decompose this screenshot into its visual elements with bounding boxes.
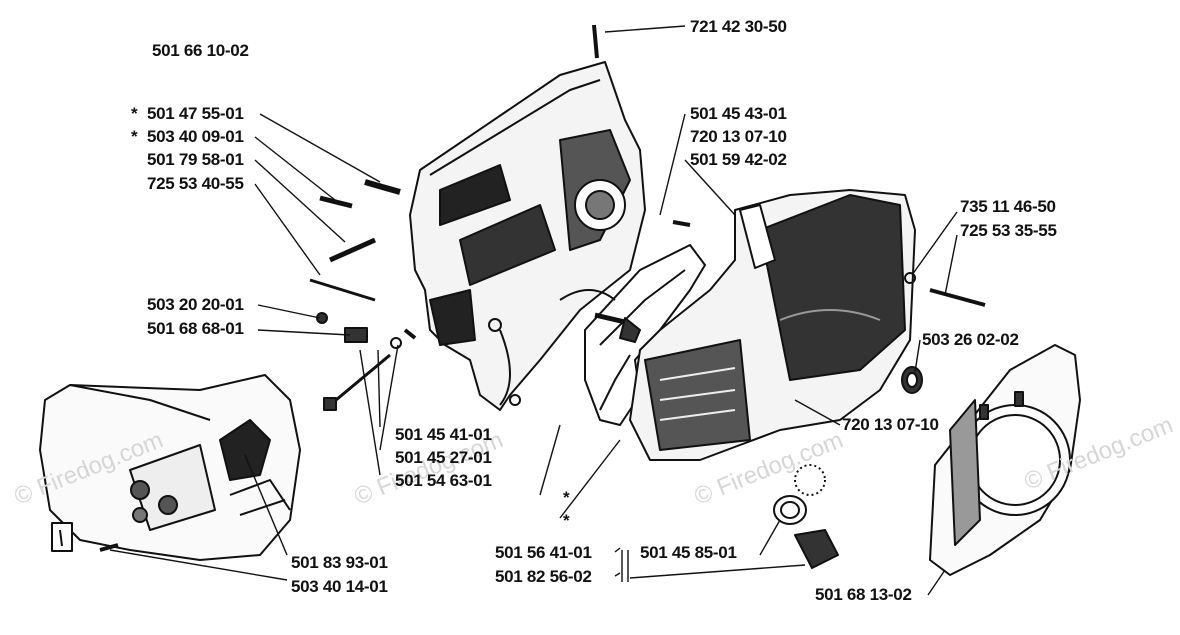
starter-housing <box>929 344 1081 576</box>
part-label[interactable]: 501 82 56-02 <box>495 567 592 586</box>
part-label[interactable]: 721 42 30-50 <box>690 17 787 36</box>
part-label[interactable]: 503 20 20-01 <box>147 295 244 314</box>
part-label[interactable]: 735 11 46-50 <box>960 197 1056 216</box>
part-label[interactable]: 725 53 40-55 <box>147 174 244 193</box>
part-label[interactable]: 501 68 13-02 <box>815 585 912 604</box>
asterisk-marker: * <box>131 127 138 146</box>
crankcase-half-right <box>629 189 916 461</box>
part-label[interactable]: 501 45 27-01 <box>395 448 492 467</box>
hardware <box>51 24 986 569</box>
part-label[interactable]: 720 13 07-10 <box>690 127 787 146</box>
assembly-part-number: 501 66 10-02 <box>152 41 249 60</box>
part-label[interactable]: 501 45 41-01 <box>395 425 492 444</box>
part-label[interactable]: 720 13 07-10 <box>842 415 939 434</box>
part-label[interactable]: 501 45 85-01 <box>640 543 737 562</box>
part-label[interactable]: 503 40 14-01 <box>291 577 388 596</box>
crankcase-half-left <box>409 61 646 411</box>
part-label[interactable]: 501 56 41-01 <box>495 543 592 562</box>
asterisk-marker: * <box>131 104 138 123</box>
asterisk-marker: * <box>563 488 570 507</box>
leader-lines <box>109 25 958 596</box>
part-label[interactable]: 503 26 02-02 <box>922 330 1019 349</box>
part-label[interactable]: 501 45 43-01 <box>690 104 787 123</box>
part-label[interactable]: 501 79 58-01 <box>147 150 244 169</box>
asterisk-marker: * <box>563 511 570 530</box>
part-label[interactable]: 501 47 55-01 <box>147 104 244 123</box>
part-label[interactable]: 501 68 68-01 <box>147 319 244 338</box>
part-label[interactable]: 725 53 35-55 <box>960 221 1057 240</box>
part-label[interactable]: 503 40 09-01 <box>147 127 244 146</box>
part-label[interactable]: 501 83 93-01 <box>291 553 388 572</box>
part-label[interactable]: 501 59 42-02 <box>690 150 787 169</box>
part-label[interactable]: 501 54 63-01 <box>395 471 492 490</box>
clutch-cover <box>39 374 301 561</box>
